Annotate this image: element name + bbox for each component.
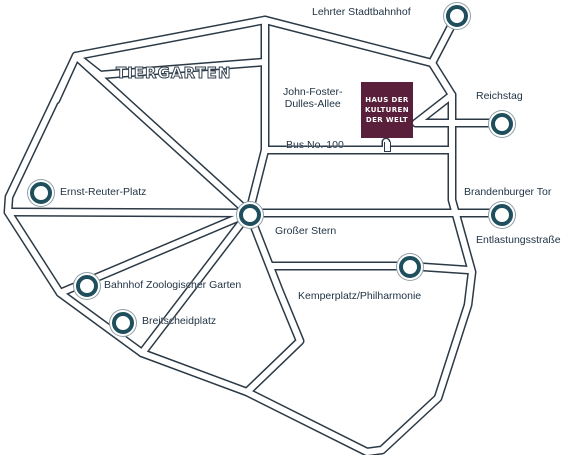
label-john-foster-dulles-allee: John-Foster- Dulles-Allee [283, 86, 343, 110]
stop-lehrter-stadtbahnhof-icon[interactable] [446, 5, 468, 27]
venue-haus-der-kulturen-der-welt[interactable]: HAUS DER KULTUREN DER WELT [361, 82, 413, 138]
venue-line: HAUS DER [365, 96, 409, 104]
stop-label-breitscheidplatz[interactable]: Breitscheidplatz [142, 315, 217, 327]
stop-brandenburger-tor-icon[interactable] [491, 204, 513, 226]
stop-bahnhof-zoologischer-garten-icon[interactable] [76, 275, 98, 297]
stop-label-bahnhof-zoologischer-garten[interactable]: Bahnhof Zoologischer Garten [104, 279, 242, 291]
label-bus-line: Bus No. 100 [286, 139, 344, 151]
venue-entrance [384, 142, 391, 152]
stop-label-lehrter-stadtbahnhof[interactable]: Lehrter Stadtbahnhof [312, 6, 411, 18]
stop-kemperplatz-philharmonie-icon[interactable] [399, 256, 421, 278]
road-fills [5, 12, 503, 455]
stop-reichstag-icon[interactable] [491, 113, 513, 135]
stop-label-brandenburger-tor[interactable]: Brandenburger Tor [464, 186, 552, 198]
stop-breitscheidplatz-icon[interactable] [112, 312, 134, 334]
stop-grosser-stern-icon[interactable] [239, 204, 261, 226]
venue-line: DER WELT [365, 116, 409, 124]
stop-label-ernst-reuter-platz[interactable]: Ernst-Reuter-Platz [60, 186, 147, 198]
stop-label-reichstag[interactable]: Reichstag [476, 90, 523, 102]
stop-ernst-reuter-platz-icon[interactable] [30, 182, 52, 204]
district-name: TIERGARTEN [115, 64, 232, 83]
label-grosser-stern: Großer Stern [275, 225, 337, 237]
label-entlastungsstrasse: Entlastungsstraße [476, 234, 561, 246]
stop-label-kemperplatz-philharmonie[interactable]: Kemperplatz/Philharmonie [298, 290, 422, 302]
venue-line: KULTUREN [365, 106, 409, 114]
